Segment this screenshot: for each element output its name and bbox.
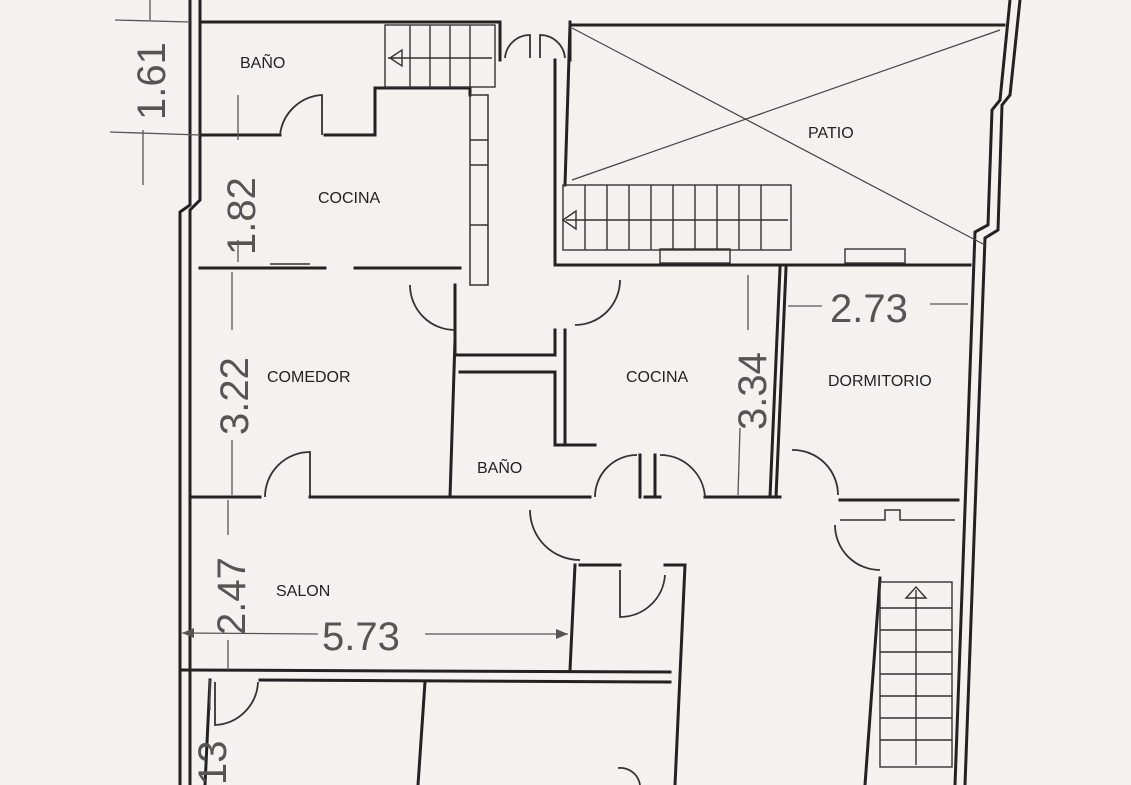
label-salon: SALON bbox=[276, 583, 330, 600]
dim-182: 1.82 bbox=[220, 177, 264, 255]
label-cocina-left: COCINA bbox=[318, 190, 381, 207]
dim-322: 3.22 bbox=[213, 357, 257, 435]
dim-partial: 13 bbox=[191, 741, 235, 785]
dimension-labels: 1.61 1.82 3.22 2.47 5.73 3.34 2.73 13 bbox=[130, 42, 908, 785]
dim-247: 2.47 bbox=[210, 557, 254, 635]
stairs-right bbox=[879, 581, 953, 768]
label-bano-top: BAÑO bbox=[240, 52, 285, 72]
label-patio: PATIO bbox=[808, 125, 854, 142]
label-dormitorio: DORMITORIO bbox=[828, 373, 932, 390]
room-labels: BAÑO COCINA PATIO COMEDOR COCINA DORMITO… bbox=[240, 52, 932, 600]
label-cocina-mid: COCINA bbox=[626, 369, 689, 386]
outer-walls bbox=[178, 0, 1022, 785]
interior-walls bbox=[178, 20, 972, 785]
dimension-lines bbox=[109, 0, 968, 710]
label-comedor: COMEDOR bbox=[267, 369, 351, 386]
dim-573: 5.73 bbox=[322, 615, 400, 659]
stairs-patio bbox=[561, 184, 792, 251]
doors bbox=[214, 34, 881, 785]
dim-334: 3.34 bbox=[731, 352, 775, 430]
dim-161: 1.61 bbox=[130, 42, 174, 120]
stairs-top bbox=[384, 24, 496, 88]
patio-cross bbox=[571, 27, 1001, 246]
label-bano-mid: BAÑO bbox=[477, 457, 522, 477]
dim-273: 2.73 bbox=[830, 287, 908, 331]
